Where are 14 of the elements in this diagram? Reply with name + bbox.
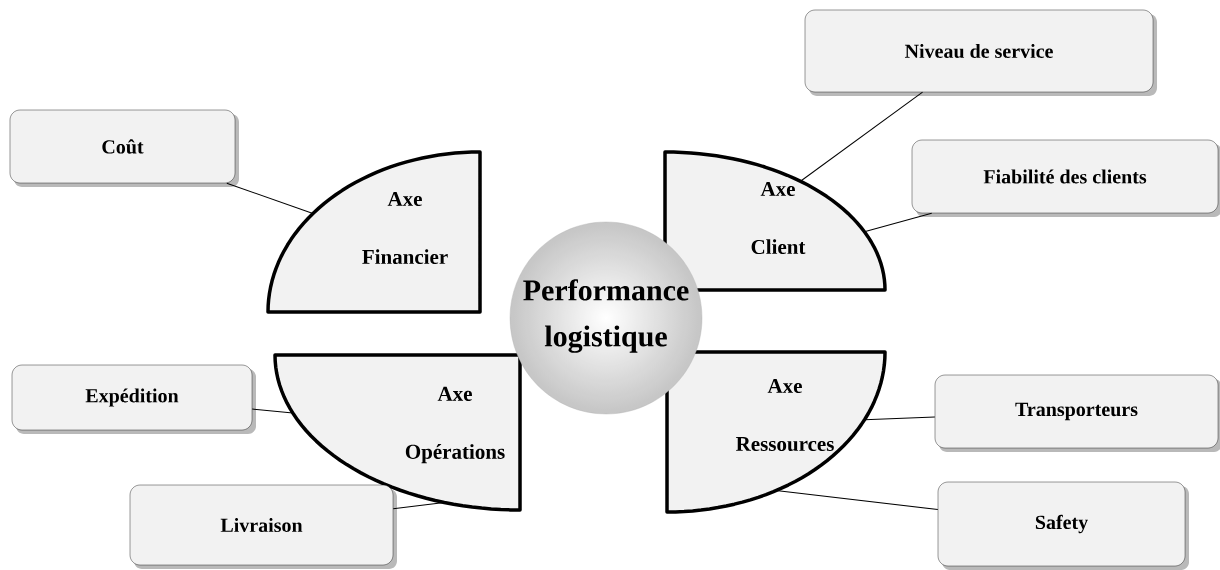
connector-line: [864, 416, 936, 421]
connector-line: [775, 490, 939, 511]
label-box: Transporteurs: [934, 374, 1220, 452]
connector-line: [251, 408, 294, 414]
connector-line: [392, 501, 445, 510]
label-box: Livraison: [129, 484, 397, 569]
label-box: Safety: [937, 481, 1189, 570]
label-box: Coût: [9, 109, 239, 187]
label-box: Expédition: [11, 364, 256, 434]
label-box: Niveau de service: [804, 9, 1157, 96]
connector-line: [863, 212, 933, 233]
label-box: Fiabilité des clients: [911, 139, 1220, 217]
connector-line: [226, 182, 314, 214]
connector-line: [799, 91, 924, 182]
